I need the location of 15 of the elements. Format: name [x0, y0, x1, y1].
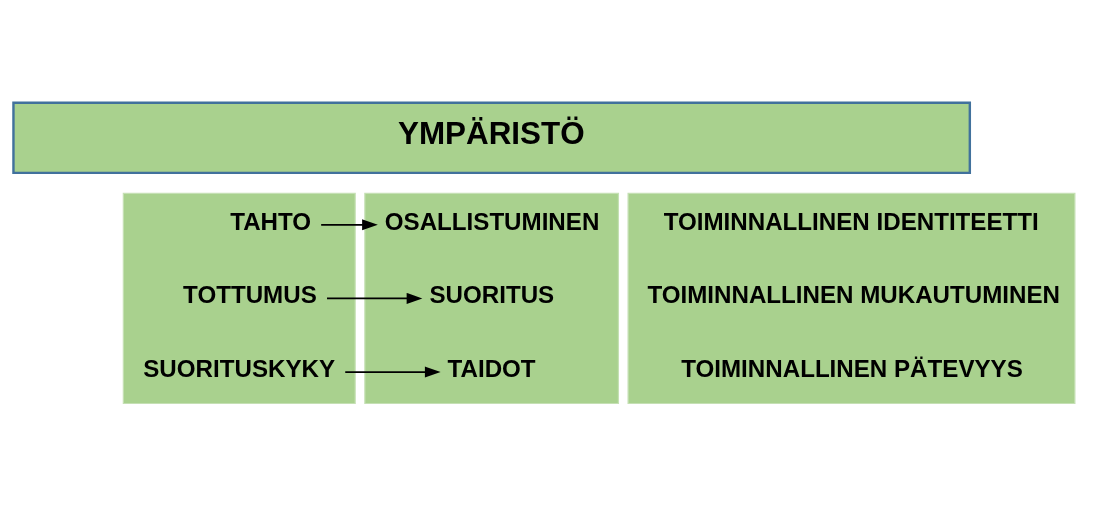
node-text: TOIMINNALLINEN MUKAUTUMINEN — [647, 280, 1061, 308]
node-text: TOIMINNALLINEN PÄTEVYYS — [681, 354, 1023, 382]
arrow — [326, 292, 423, 304]
node-text: SUORITUS — [429, 280, 555, 308]
node-text: TAHTO — [230, 207, 312, 235]
arrow — [344, 366, 441, 378]
node-text: TOTTUMUS — [183, 280, 317, 308]
node-text: TAIDOT — [447, 354, 536, 382]
node-text: OSALLISTUMINEN — [384, 207, 600, 235]
node-text: TOIMINNALLINEN IDENTITEETTI — [663, 207, 1039, 235]
arrow — [320, 218, 378, 230]
node-text: SUORITUSKYKY — [143, 354, 336, 382]
node-box: YMPÄRISTÖ — [12, 101, 972, 174]
cluster — [627, 192, 1076, 404]
cluster — [122, 192, 356, 404]
